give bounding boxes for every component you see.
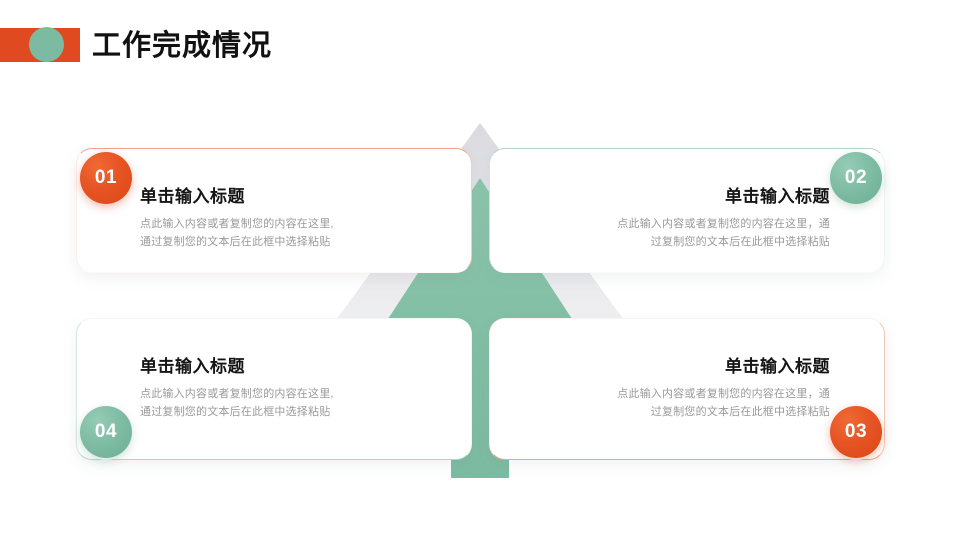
card-02-badge[interactable]: 02 <box>830 152 882 204</box>
card-01-badge[interactable]: 01 <box>80 152 132 204</box>
card-03-heading: 单击输入标题 <box>725 357 830 376</box>
card-03-body-line2: 过复制您的文本后在此框中选择粘贴 <box>650 406 830 418</box>
card-04-body-line1: 点此输入内容或者复制您的内容在这里, <box>140 388 334 400</box>
card-02-body-line2: 过复制您的文本后在此框中选择粘贴 <box>650 236 830 248</box>
card-02-text: 单击输入标题 点此输入内容或者复制您的内容在这里，通 过复制您的文本后在此框中选… <box>585 185 830 251</box>
card-04-body-line2: 通过复制您的文本后在此框中选择粘贴 <box>140 406 331 418</box>
slide-header: 工作完成情况 <box>0 0 960 95</box>
page-title: 工作完成情况 <box>92 30 273 62</box>
card-01-body-line2: 通过复制您的文本后在此框中选择粘贴 <box>140 236 331 248</box>
card-01-heading: 单击输入标题 <box>140 187 245 206</box>
card-01-text: 单击输入标题 点此输入内容或者复制您的内容在这里, 通过复制您的文本后在此框中选… <box>140 185 385 251</box>
card-03-badge[interactable]: 03 <box>830 406 882 458</box>
card-04-badge[interactable]: 04 <box>80 406 132 458</box>
card-02[interactable] <box>489 148 885 273</box>
card-04[interactable] <box>76 318 472 460</box>
card-01[interactable] <box>76 148 472 273</box>
card-02-heading: 单击输入标题 <box>725 187 830 206</box>
card-03[interactable] <box>489 318 885 460</box>
card-01-body-line1: 点此输入内容或者复制您的内容在这里, <box>140 218 334 230</box>
card-04-heading: 单击输入标题 <box>140 357 245 376</box>
card-02-body-line1: 点此输入内容或者复制您的内容在这里，通 <box>617 218 830 230</box>
card-03-text: 单击输入标题 点此输入内容或者复制您的内容在这里，通 过复制您的文本后在此框中选… <box>585 355 830 421</box>
green-circle-icon <box>29 27 64 62</box>
card-03-body-line1: 点此输入内容或者复制您的内容在这里，通 <box>617 388 830 400</box>
card-04-text: 单击输入标题 点此输入内容或者复制您的内容在这里, 通过复制您的文本后在此框中选… <box>140 355 385 421</box>
